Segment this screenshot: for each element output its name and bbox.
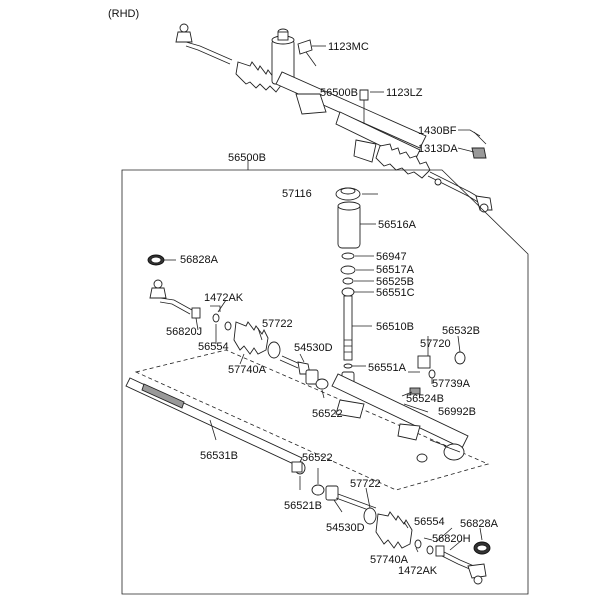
part-label-56500B-box: 56500B [228,152,266,164]
part-label-56524B: 56524B [406,393,444,405]
part-label-56554-left: 56554 [198,341,229,353]
leader-lines-top [298,45,481,153]
exploded-view-frame [121,169,529,595]
part-label-1430BF: 1430BF [418,125,457,137]
part-label-56500B-top: 56500B [320,87,358,99]
part-label-56992B: 56992B [438,406,476,418]
part-label-56828A-left: 56828A [180,254,218,266]
rack-group-frame [134,349,490,491]
variant-label: (RHD) [108,8,140,20]
leader-lines-center [352,193,378,367]
part-label-1472AK-left: 1472AK [204,292,244,304]
part-label-56522-right: 56522 [302,452,333,464]
part-label-56516A: 56516A [378,219,416,231]
rack-bar [125,377,306,475]
part-label-56554-right: 56554 [414,516,445,528]
leader-lines-lower [195,299,483,553]
rack-housing [331,373,469,463]
assembled-steering-gear [175,23,493,213]
part-label-56531B: 56531B [200,450,238,462]
left-tie-rod-group [147,254,329,390]
part-label-57116: 57116 [282,188,312,200]
right-tie-rod-group [311,484,491,585]
right-small-parts [403,351,466,413]
part-label-56551C: 56551C [376,287,415,299]
part-label-1313DA: 1313DA [418,143,458,155]
part-label-57740A-left: 57740A [228,364,266,376]
part-label-56510B: 56510B [376,321,414,333]
part-label-1472AK-right: 1472AK [398,565,438,577]
part-label-56820H: 56820H [432,533,471,545]
part-label-57722-left: 57722 [262,318,293,330]
part-label-57722-right: 57722 [350,478,381,490]
pinion-stack [335,187,361,391]
part-label-57739A: 57739A [432,378,470,390]
part-label-56522-left: 56522 [312,408,343,420]
part-label-57720: 57720 [420,338,451,350]
part-label-56525B: 56525B [376,276,414,288]
part-label-1123MC: 1123MC [328,41,369,53]
part-label-54530D-left: 54530D [294,342,333,354]
part-label-56517A: 56517A [376,264,414,276]
part-label-57740A-right: 57740A [370,554,408,566]
part-label-54530D-right: 54530D [326,522,365,534]
part-label-1123LZ: 1123LZ [386,87,423,99]
part-label-56521B: 56521B [284,500,322,512]
part-label-56532B: 56532B [442,325,480,337]
part-label-56828A-right: 56828A [460,518,498,530]
part-label-56551A: 56551A [368,362,406,374]
part-label-56820J: 56820J [166,326,203,338]
part-label-56947: 56947 [376,251,407,263]
